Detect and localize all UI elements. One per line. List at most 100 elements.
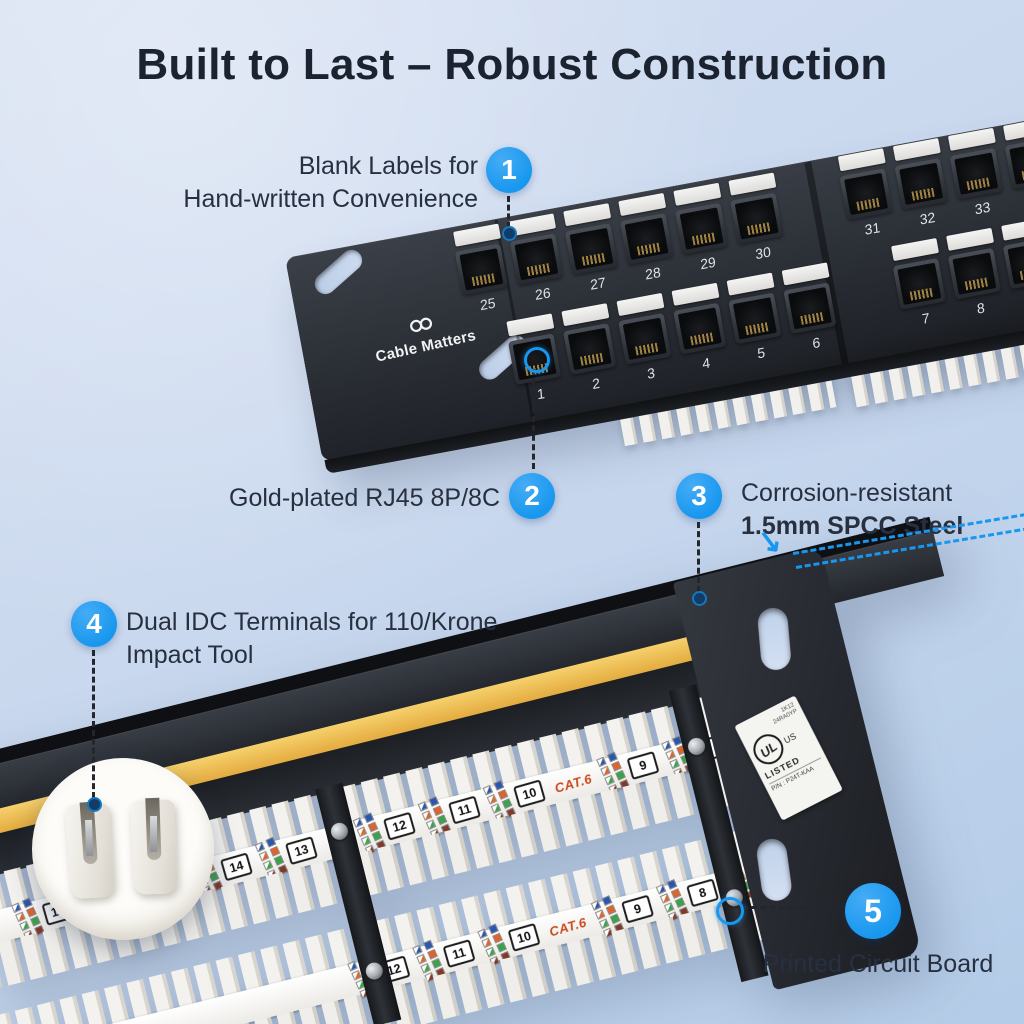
callout3-line1: Corrosion-resistant (741, 479, 953, 507)
callout5-highlight-ring (716, 897, 744, 925)
rj45-port (619, 212, 674, 265)
callout2-badge: 2 (509, 473, 555, 519)
port-number: 8 (976, 299, 986, 317)
rj45-port (730, 192, 784, 245)
blank-label (671, 282, 720, 306)
port-number-chip: 13 (285, 836, 319, 866)
rj45-port (1004, 137, 1024, 190)
blank-label (616, 292, 665, 317)
blank-label (1001, 217, 1024, 241)
screw (329, 821, 350, 842)
rj45-port-opening (897, 262, 942, 305)
rj45-port-opening (569, 227, 614, 271)
callout2-leader-line (532, 369, 535, 469)
rj45-port (454, 243, 508, 296)
port-number: 33 (974, 198, 991, 218)
callout4-line2: Impact Tool (126, 641, 254, 669)
port-number: 2 (591, 374, 601, 393)
mounting-hole (310, 245, 367, 299)
idc-terminal (130, 799, 178, 895)
port-group-31-36: 31 32 33 34 (836, 95, 1024, 241)
blank-label (946, 227, 995, 251)
port-number: 28 (644, 263, 662, 283)
rj45-port (618, 312, 672, 365)
screw (686, 736, 707, 757)
rj45-port (947, 247, 1002, 300)
cat6-marking: CAT.6 (552, 770, 594, 796)
brand-logo: Cable Matters (347, 301, 500, 370)
idc-terminal-magnifier (32, 758, 214, 940)
port-number-chip: 11 (442, 939, 476, 969)
callout1-text: Blank Labels for Hand-written Convenienc… (170, 150, 478, 216)
port-number: 32 (919, 208, 936, 228)
rj45-port-opening (844, 172, 889, 216)
rj45-port-opening (677, 307, 722, 350)
callout4-badge: 4 (71, 601, 117, 647)
port-number: 34 (1014, 186, 1024, 210)
rj45-port-opening (567, 327, 612, 371)
rj45-port-opening (899, 162, 944, 205)
rj45-port-opening (679, 207, 724, 250)
port-number: 30 (754, 243, 772, 263)
rj45-port-opening (732, 297, 777, 340)
rj45-port-opening (734, 197, 779, 240)
blank-label (453, 223, 502, 247)
rj45-port-opening (514, 238, 559, 281)
callout3-line2: 1.5mm SPCC Steel (741, 512, 964, 540)
callout2-highlight-ring (524, 347, 550, 373)
callout1-badge: 1 (486, 147, 532, 193)
blank-label (781, 262, 830, 286)
blank-label (563, 203, 612, 227)
mounting-hole (756, 606, 792, 672)
rj45-port (1002, 237, 1024, 290)
blank-label (726, 272, 775, 296)
rj45-port (892, 258, 946, 310)
port-number: 27 (589, 273, 607, 293)
port-number: 31 (864, 219, 881, 238)
blank-label (618, 192, 667, 217)
blank-label (673, 182, 722, 206)
rj45-port (839, 168, 893, 220)
ul-us-text: US (782, 730, 798, 746)
callout3-leader-line (697, 522, 700, 592)
port-number: 6 (811, 333, 821, 352)
blank-label (891, 237, 939, 262)
rj45-port (728, 292, 782, 345)
steel-thickness-arrow-icon: ↘ (754, 523, 785, 560)
port-number-chip: 9 (621, 894, 655, 924)
callout4-line1: Dual IDC Terminals for 110/Krone (126, 608, 498, 636)
rj45-port (509, 233, 564, 286)
port-number: 1 (536, 384, 546, 403)
port-number-chip: 10 (513, 779, 547, 809)
callout1-anchor-dot (502, 226, 517, 241)
rj45-port (783, 282, 837, 335)
rj45-port (563, 323, 617, 375)
rj45-port-opening (1009, 142, 1024, 185)
port-number-chip: 11 (448, 795, 482, 825)
blank-label (1002, 117, 1024, 141)
idc-comb-strip (850, 332, 1024, 408)
rj45-port (673, 302, 727, 355)
port-number-chip: 8 (686, 878, 720, 908)
callout4-anchor-dot (87, 797, 102, 812)
screw (364, 960, 385, 982)
rj45-port-opening (952, 252, 997, 295)
port-number: 5 (756, 344, 766, 362)
port-number: 26 (534, 284, 552, 304)
callout3-anchor-dot (692, 591, 707, 606)
blank-label (947, 127, 996, 151)
rj45-port (949, 147, 1003, 200)
rj45-port-opening (459, 248, 504, 291)
callout1-line1: Blank Labels for (298, 152, 478, 180)
callout2-text: Gold-plated RJ45 8P/8C (229, 484, 500, 512)
port-number-chip: 9 (626, 750, 660, 780)
rj45-port-opening (624, 217, 669, 260)
port-number: 29 (699, 253, 717, 273)
callout5-leader-line (742, 906, 840, 909)
rj45-port (564, 223, 619, 275)
callout3-text: Corrosion-resistant 1.5mm SPCC Steel (741, 477, 963, 543)
ul-certification-label: 1K12 24RA0YP UL US LISTED P/N : P24T-KAA (734, 695, 843, 821)
callout4-leader-line (92, 650, 95, 798)
